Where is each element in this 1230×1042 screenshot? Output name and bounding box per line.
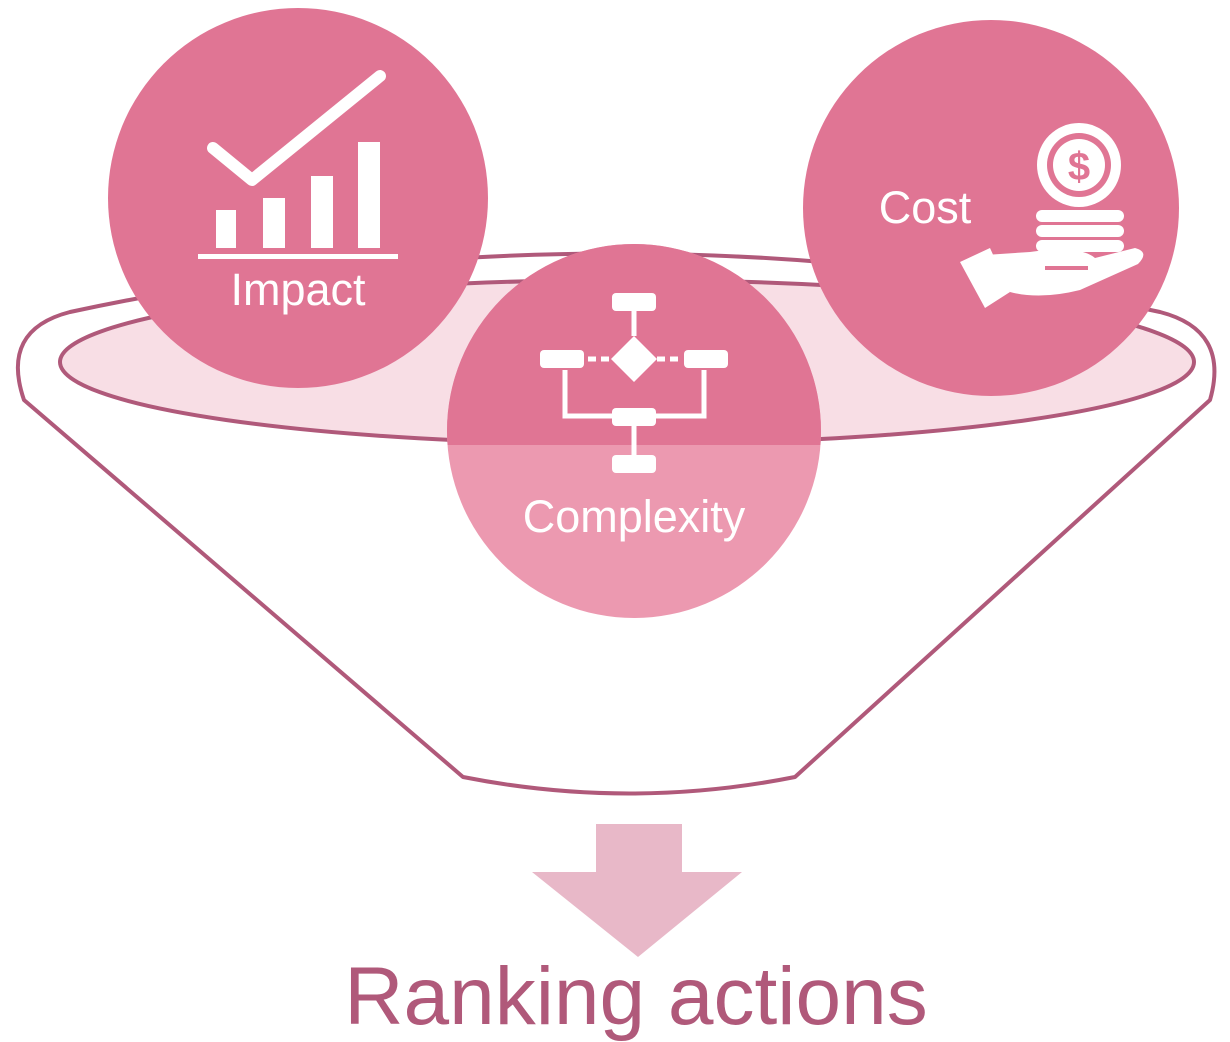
impact-criterion: Impact <box>108 8 488 388</box>
impact-circle <box>108 8 488 388</box>
svg-text:$: $ <box>1068 145 1090 189</box>
result-label: Ranking actions <box>344 951 927 1042</box>
bar-chart-checkmark-icon <box>198 70 398 259</box>
complexity-label: Complexity <box>523 491 746 542</box>
down-arrow <box>532 824 742 957</box>
impact-label: Impact <box>230 264 366 315</box>
flowchart-icon <box>540 293 728 473</box>
complexity-criterion: Complexity <box>447 244 821 618</box>
cost-criterion: Cost $ <box>803 20 1179 396</box>
hand-with-coins-icon: $ <box>960 123 1144 308</box>
cost-label: Cost <box>879 182 972 233</box>
cost-circle <box>803 20 1179 396</box>
